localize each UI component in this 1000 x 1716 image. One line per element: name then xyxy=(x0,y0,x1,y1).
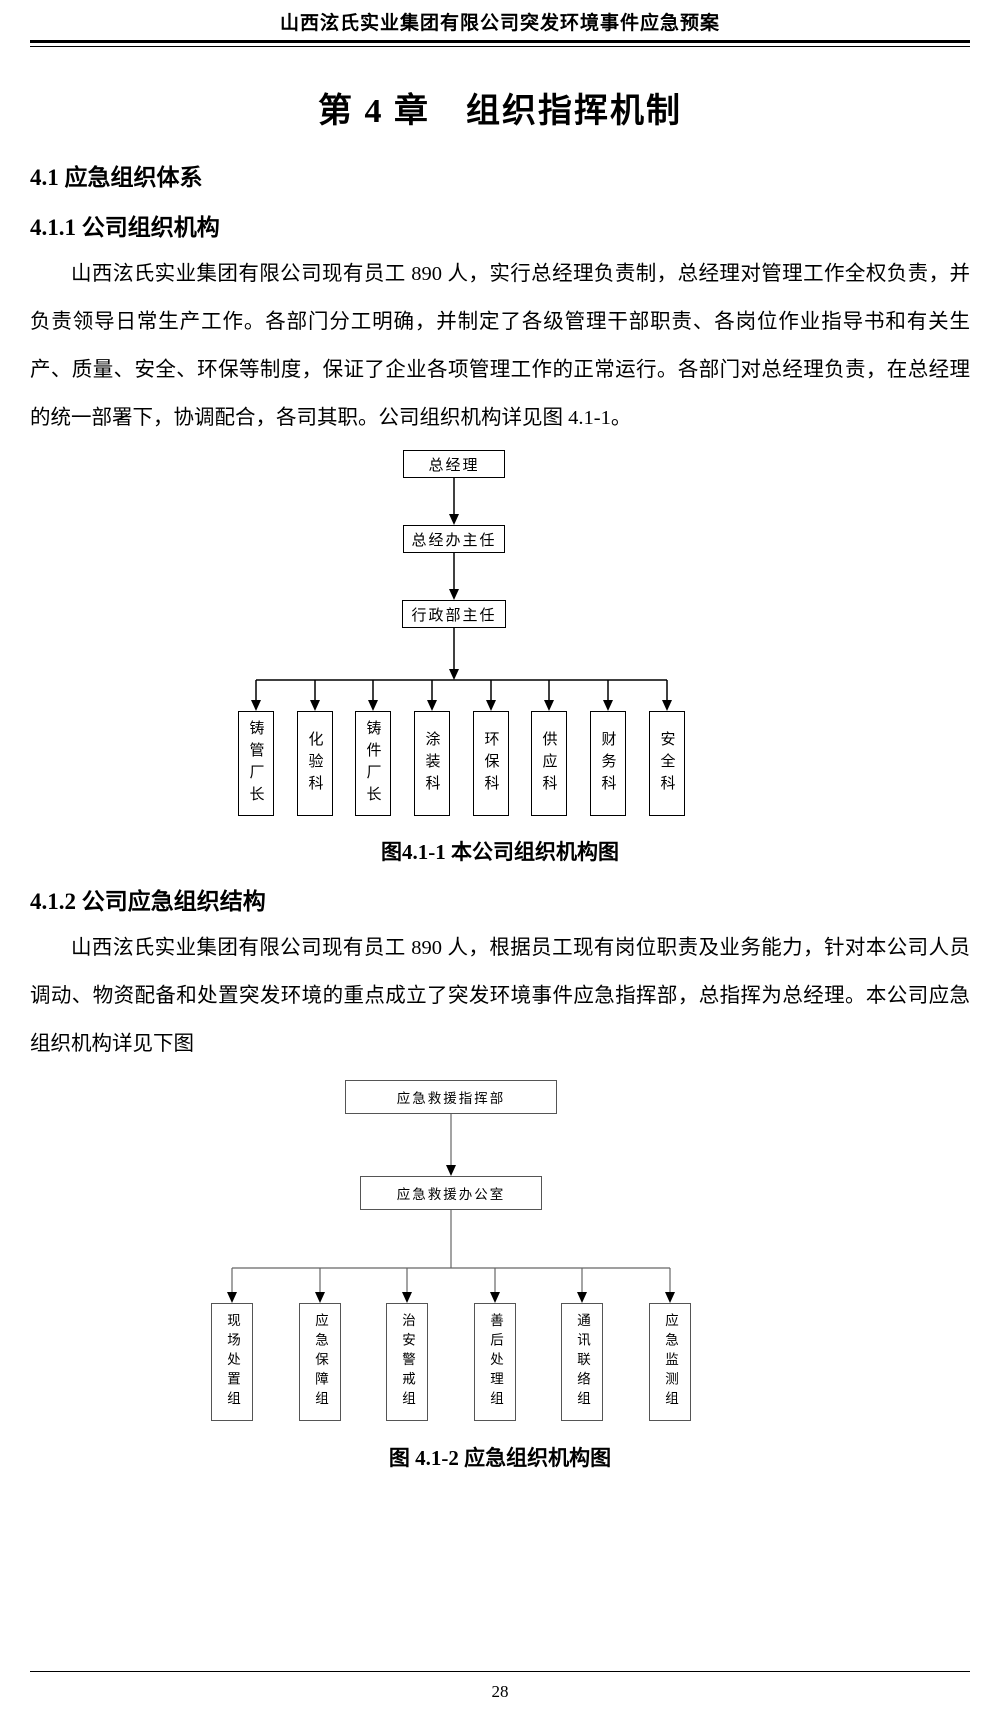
org-chart-emergency: 应急救援指挥部 应急救援办公室 现场处置组 应急保障组 治安警戒组 善后处理组 … xyxy=(30,1078,970,1426)
chart2-group-box: 治安警戒组 xyxy=(386,1303,428,1421)
section-heading-4-1: 4.1 应急组织体系 xyxy=(30,165,203,190)
chart1-dept-box: 铸管厂长 xyxy=(238,711,274,816)
page-footer: 28 xyxy=(30,1671,970,1702)
chart2-box-command-hq: 应急救援指挥部 xyxy=(345,1080,557,1114)
chart2-group-box: 善后处理组 xyxy=(474,1303,516,1421)
chart2-group-box: 应急保障组 xyxy=(299,1303,341,1421)
section-heading-4-1-2: 4.1.2 公司应急组织结构 xyxy=(30,889,266,914)
chart2-group-box: 通讯联络组 xyxy=(561,1303,603,1421)
caption-figure-4-1-2: 图 4.1-2 应急组织机构图 xyxy=(388,1446,612,1470)
chart1-dept-box: 化验科 xyxy=(297,711,333,816)
chart2-group-box: 现场处置组 xyxy=(211,1303,253,1421)
chart1-dept-label: 安全科 xyxy=(658,730,675,797)
section-heading-4-1-1: 4.1.1 公司组织机构 xyxy=(30,215,220,240)
chart1-dept-label: 铸件厂长 xyxy=(364,719,381,808)
chart2-group-box: 应急监测组 xyxy=(649,1303,691,1421)
chart2-group-label: 应急监测组 xyxy=(663,1313,678,1411)
chart1-dept-box: 涂装科 xyxy=(414,711,450,816)
chart1-dept-box: 环保科 xyxy=(473,711,509,816)
caption-figure-4-1-1: 图4.1-1 本公司组织机构图 xyxy=(381,840,619,864)
chart1-box-admin-director: 行政部主任 xyxy=(402,600,506,628)
chart1-dept-label: 供应科 xyxy=(540,730,557,797)
chart1-dept-box: 财务科 xyxy=(590,711,626,816)
chart1-dept-box: 供应科 xyxy=(531,711,567,816)
page-number: 28 xyxy=(491,1682,509,1701)
chart1-box-gm-office-director: 总经办主任 xyxy=(403,525,505,553)
org-chart-emergency-connectors xyxy=(227,1114,675,1303)
page-header-title: 山西泫氏实业集团有限公司突发环境事件应急预案 xyxy=(279,13,720,34)
paragraph-emergency-structure: 山西泫氏实业集团有限公司现有员工 890 人，根据员工现有岗位职责及业务能力，针… xyxy=(30,937,970,1055)
chart1-dept-box: 铸件厂长 xyxy=(355,711,391,816)
chart1-box-general-manager: 总经理 xyxy=(403,450,505,478)
chart1-dept-box: 安全科 xyxy=(649,711,685,816)
chart1-dept-label: 环保科 xyxy=(482,730,499,797)
org-chart-company: 总经理 总经办主任 行政部主任 铸管厂长 化验科 铸件厂长 涂装科 环保科 供应… xyxy=(30,448,970,820)
chart1-dept-label: 化验科 xyxy=(306,730,323,797)
chart2-box-rescue-office: 应急救援办公室 xyxy=(360,1176,542,1210)
chart2-group-label: 治安警戒组 xyxy=(400,1313,415,1411)
chart2-group-label: 现场处置组 xyxy=(225,1313,240,1411)
chart1-dept-label: 铸管厂长 xyxy=(247,719,264,808)
header-divider xyxy=(30,40,970,47)
chart1-dept-label: 财务科 xyxy=(599,730,616,797)
chapter-title: 第 4 章 组织指挥机制 xyxy=(318,93,682,130)
chart1-dept-label: 涂装科 xyxy=(423,730,440,797)
chart2-group-label: 应急保障组 xyxy=(313,1313,328,1411)
paragraph-company-structure: 山西泫氏实业集团有限公司现有员工 890 人，实行总经理负责制，总经理对管理工作… xyxy=(30,263,970,429)
chart2-group-label: 通讯联络组 xyxy=(575,1313,590,1411)
org-chart-company-connectors xyxy=(251,478,672,711)
chart2-group-label: 善后处理组 xyxy=(488,1313,503,1411)
